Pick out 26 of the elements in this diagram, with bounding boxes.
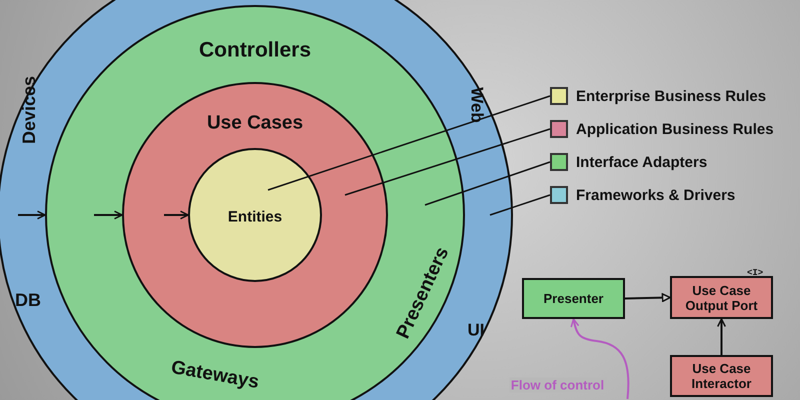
layer-label: Devices: [20, 76, 38, 144]
leader-line: [344, 128, 550, 196]
arrow: [94, 210, 123, 220]
arrow: [717, 318, 726, 355]
layer-label: Frameworks & Drivers: [576, 186, 736, 204]
arrow: [624, 293, 671, 302]
stereotype-label: <I>: [747, 268, 764, 278]
layer-label: Controllers: [199, 40, 311, 60]
leader-line: [424, 161, 550, 206]
class-box: Presenter: [522, 278, 625, 319]
leader-line: [490, 194, 550, 216]
class-box: Use Case Output Port: [670, 276, 773, 319]
layer-label: Use Cases: [206, 114, 304, 132]
layer-label: Entities: [228, 210, 282, 224]
layer-label: Interface Adapters: [576, 154, 708, 170]
layer-label: Gateways: [170, 358, 260, 392]
arrow: [164, 210, 189, 220]
arrow: [18, 210, 46, 220]
layer-circle: [0, 0, 513, 400]
leader-line: [268, 95, 550, 191]
layer-label: DB: [15, 291, 41, 309]
layer-label: Enterprise Business Rules: [576, 88, 766, 104]
curved-arrow: [570, 318, 630, 400]
class-box: Use Case Interactor: [670, 355, 773, 397]
edge-label: Flow of control: [508, 378, 606, 392]
layer-label: Application Business Rules: [576, 120, 774, 138]
